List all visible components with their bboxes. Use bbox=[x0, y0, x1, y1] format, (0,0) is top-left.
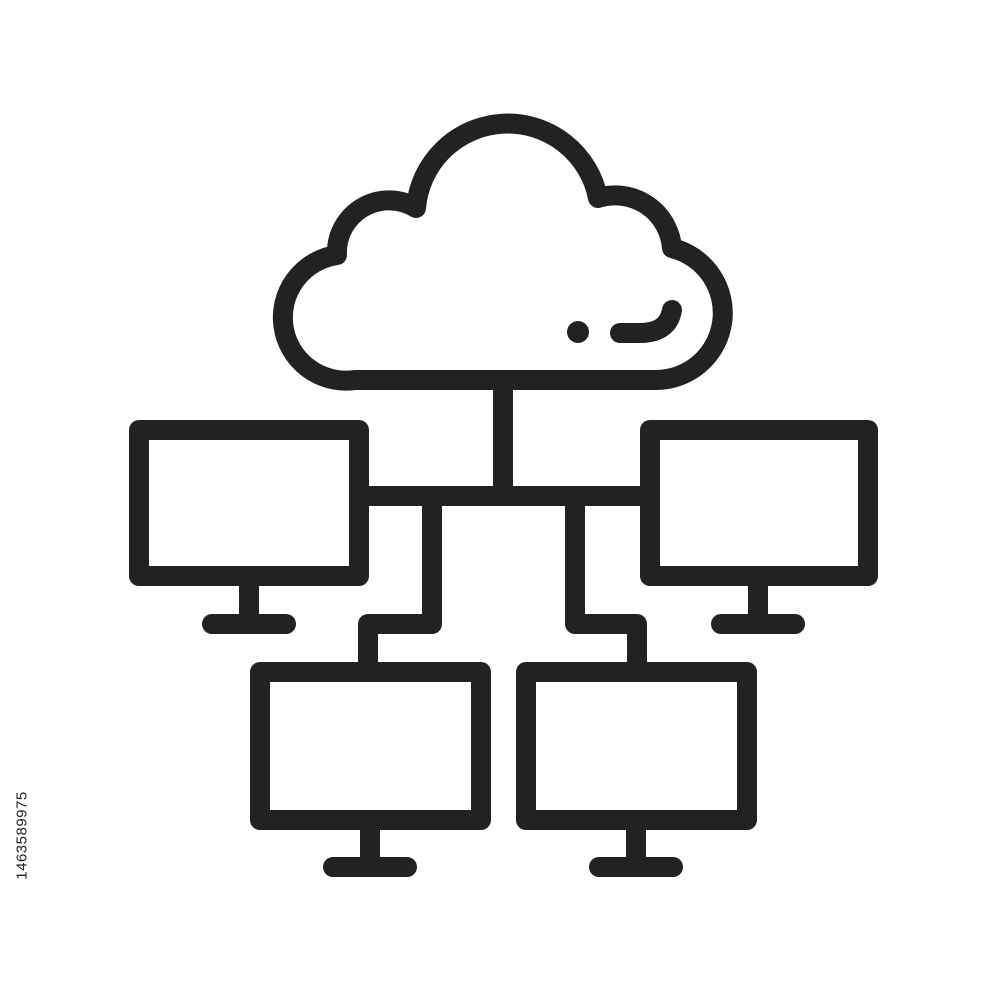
cloud-icon bbox=[272, 113, 733, 391]
stock-id-label: 1463589975 bbox=[10, 755, 34, 915]
monitor-bottom-right-icon bbox=[516, 662, 757, 877]
stock-id-text: 1463589975 bbox=[13, 790, 31, 880]
monitor-top-right-icon bbox=[640, 420, 878, 634]
monitor-top-left-icon bbox=[129, 420, 369, 634]
cloud-shine-mark bbox=[610, 300, 682, 343]
monitor-bottom-left-icon bbox=[250, 662, 491, 877]
cloud-shine-dot bbox=[567, 321, 589, 343]
network-connections bbox=[358, 380, 650, 674]
